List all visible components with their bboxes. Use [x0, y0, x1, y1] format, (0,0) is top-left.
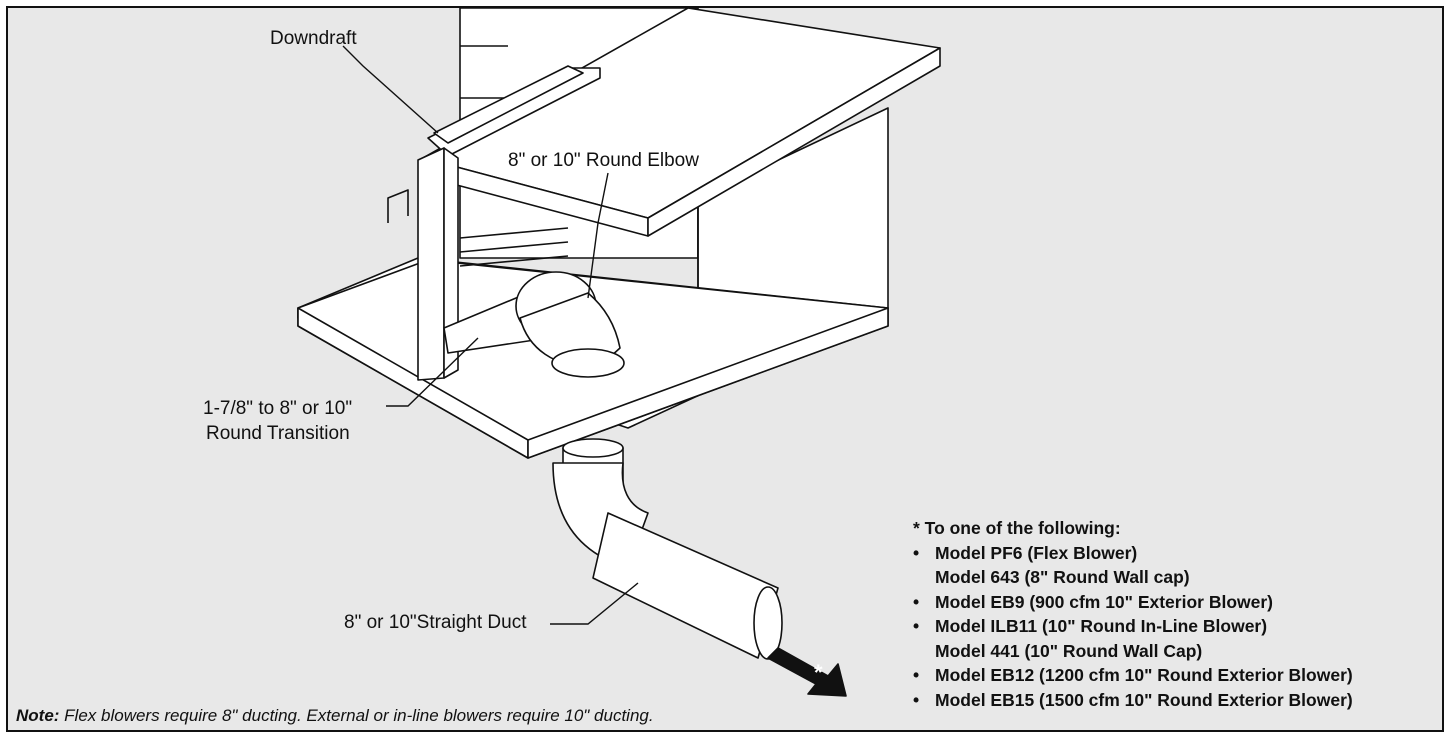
list-bullet: •	[913, 591, 920, 612]
diagram-frame: * Downdraft 8" or 10" Round Elbow 1-7/8"…	[6, 6, 1444, 732]
base-shelf-side	[527, 307, 889, 459]
straight-duct-end	[753, 586, 783, 660]
list-item: • Model EB15 (1500 cfm 10" Round Exterior…	[913, 688, 1353, 713]
leader-straight-duct	[550, 582, 639, 625]
list-item: • Model EB9 (900 cfm 10" Exterior Blower)	[913, 590, 1353, 615]
list-item-line: Model EB12 (1200 cfm 10" Round Exterior …	[935, 665, 1353, 685]
list-item: • Model PF6 (Flex Blower) Model 643 (8" R…	[913, 541, 1353, 590]
outflow-arrow	[767, 647, 847, 697]
list-bullet: •	[913, 665, 920, 685]
list-bullet: •	[913, 689, 920, 710]
downdraft-chassis	[417, 147, 445, 381]
list-item-line: Model ILB11 (10" Round In-Line Blower)	[935, 616, 1268, 636]
list-item: •Model ILB11 (10" Round In-Line Blower) …	[913, 614, 1353, 663]
ducting-note: Note: Flex blowers require 8" ducting. E…	[16, 706, 654, 726]
list-item-line: Model 643 (8" Round Wall cap)	[935, 567, 1190, 587]
note-text: Flex blowers require 8" ducting. Externa…	[59, 706, 654, 725]
leader-elbow	[587, 172, 609, 299]
leader-transition	[386, 337, 479, 407]
list-bullet: •	[913, 542, 920, 563]
label-transition-line1: 1-7/8" to 8" or 10"	[203, 398, 353, 419]
label-straight-duct: 8" or 10"Straight Duct	[344, 612, 527, 633]
downdraft-chassis-side	[443, 147, 459, 379]
label-round-elbow: 8" or 10" Round Elbow	[508, 150, 699, 171]
downdraft-vent-body	[433, 65, 584, 144]
countertop-edge-side	[647, 47, 941, 237]
label-transition-line2: Round Transition	[206, 423, 350, 444]
note-prefix: Note:	[16, 706, 60, 725]
list-heading: * To one of the following:	[913, 518, 1121, 538]
list-item-line: Model PF6 (Flex Blower)	[935, 542, 1138, 563]
straight-duct	[592, 512, 779, 659]
list-item-line: Model EB9 (900 cfm 10" Exterior Blower)	[935, 591, 1273, 612]
label-downdraft: Downdraft	[270, 28, 357, 49]
leader-downdraft	[342, 45, 439, 134]
list-item-line: Model EB15 (1500 cfm 10" Round Exterior …	[935, 689, 1353, 710]
compatible-models-list: * To one of the following: • Model PF6 (F…	[913, 516, 1353, 712]
installation-illustration: *	[297, 8, 941, 697]
list-item: • Model EB12 (1200 cfm 10" Round Exterior…	[913, 663, 1353, 688]
list-bullet: •	[913, 616, 920, 636]
list-item-line: Model 441 (10" Round Wall Cap)	[935, 640, 1203, 661]
arrow-symbol: *	[814, 660, 823, 685]
